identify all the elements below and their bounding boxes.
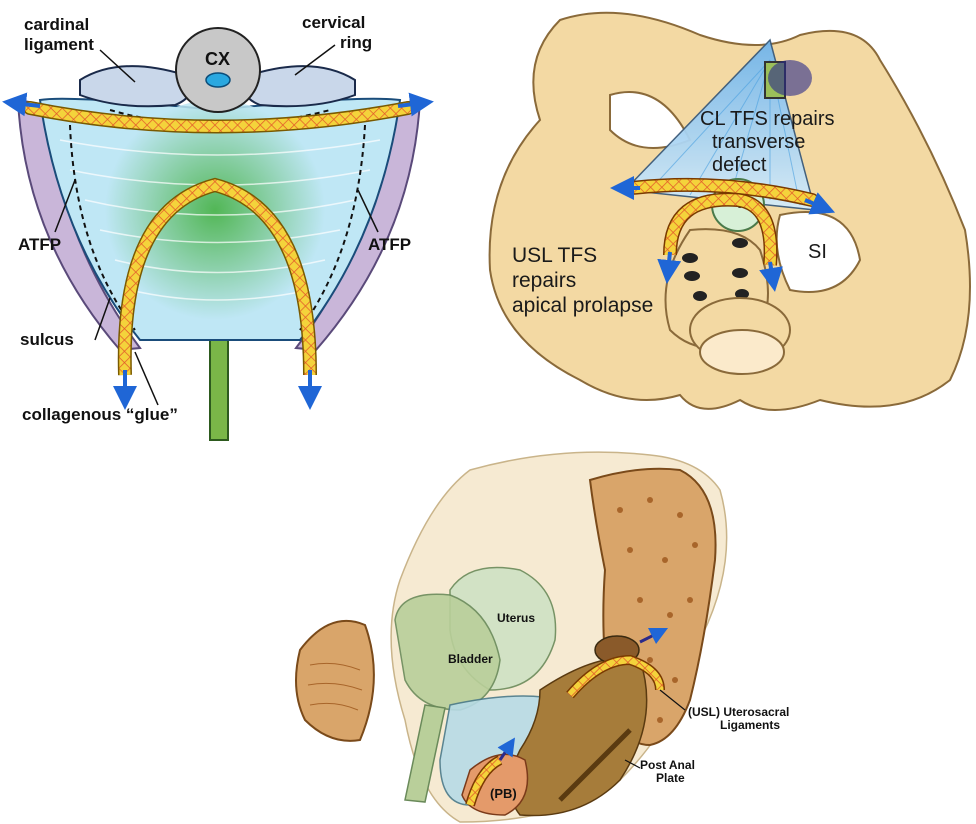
sacral-hole-3 (684, 271, 700, 281)
label-ligament: ligament (24, 35, 94, 54)
label-sulcus: sulcus (20, 330, 74, 349)
cervical-os (206, 73, 230, 87)
label-pap-2: Plate (656, 771, 685, 785)
panel-vaginal-support: cardinal ligament cervical ring CX ATFP … (14, 13, 422, 440)
label-cx: CX (205, 49, 230, 69)
label-atfp-left: ATFP (18, 235, 61, 254)
label-cervical: cervical (302, 13, 365, 32)
label-pb: (PB) (490, 786, 517, 801)
label-usl-sag-1: (USL) Uterosacral (688, 705, 789, 719)
sacral-hole-4 (732, 268, 748, 278)
sacral-hole-1 (682, 253, 698, 263)
label-cardinal: cardinal (24, 15, 89, 34)
cardinal-ligament-left (80, 66, 191, 106)
arrow-usl-left (668, 252, 670, 272)
tube-ring (768, 60, 812, 96)
label-usl-3: apical prolapse (512, 294, 653, 317)
vertebra-disc (700, 330, 784, 374)
label-ring: ring (340, 33, 372, 52)
label-usl-1: USL TFS (512, 244, 597, 267)
label-uterus: Uterus (497, 611, 535, 625)
label-pap-1: Post Anal (640, 758, 695, 772)
panel-pelvis-axial: CL TFS repairs transverse defect USL TFS… (490, 13, 970, 410)
label-cl-1: CL TFS repairs (700, 108, 834, 130)
label-collagenous-glue: collagenous “glue” (22, 405, 178, 424)
label-atfp-right: ATFP (368, 235, 411, 254)
label-usl-sag-2: Ligaments (720, 718, 780, 732)
cervix (176, 28, 260, 112)
label-cl-3: defect (712, 154, 767, 176)
sacral-hole-2 (732, 238, 748, 248)
label-usl-2: repairs (512, 269, 576, 292)
label-cl-2: transverse (712, 131, 805, 153)
pubic-bone (296, 621, 374, 741)
sacral-hole-5 (693, 291, 707, 301)
panel-sagittal: Uterus Bladder (USL) Uterosacral Ligamen… (296, 452, 789, 822)
label-si: SI (808, 241, 827, 263)
label-bladder: Bladder (448, 652, 493, 666)
